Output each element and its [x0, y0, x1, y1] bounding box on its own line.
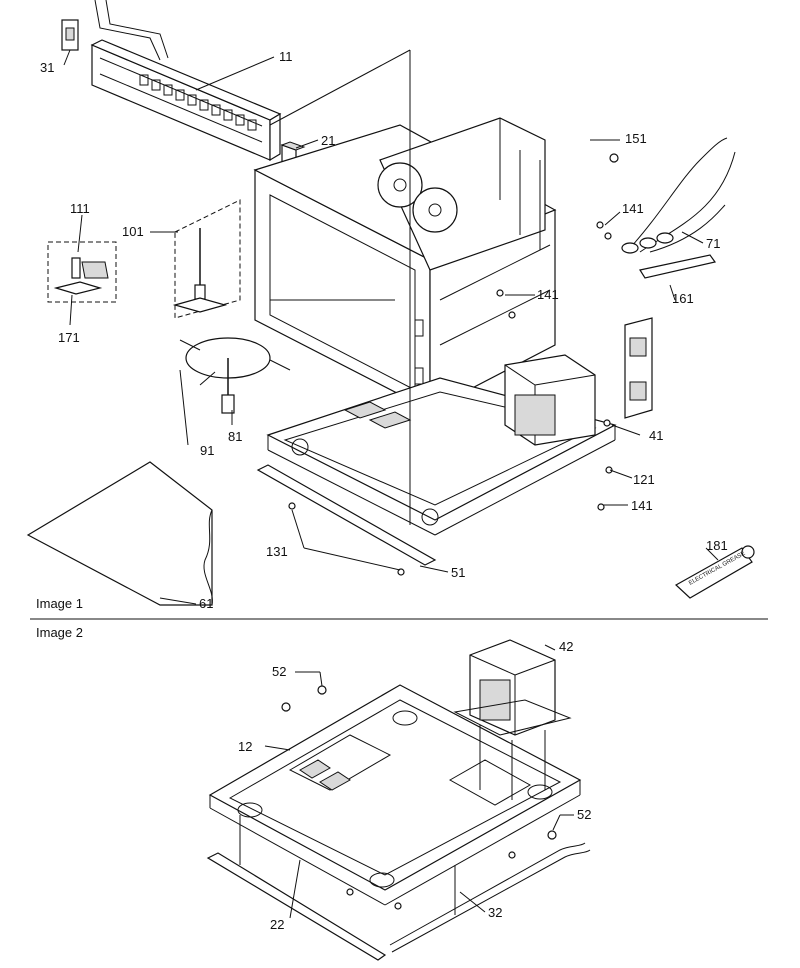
callout-21: 21 — [321, 133, 335, 148]
callout-111: 111 — [70, 201, 90, 216]
bracket-part-31 — [61, 19, 79, 51]
keypad-buttons — [139, 74, 257, 131]
callout-51: 51 — [451, 565, 465, 580]
motor-part-81 — [221, 394, 235, 414]
callouts-image-2: 42 52 12 52 32 22 — [238, 639, 591, 932]
callout-161: 161 — [672, 291, 694, 306]
stirrer-assembly-part-91 — [179, 337, 291, 405]
oven-cabinet — [253, 117, 557, 411]
callout-181: 181 — [706, 538, 728, 553]
callout-12: 12 — [238, 739, 252, 754]
callout-42: 42 — [559, 639, 573, 654]
grease-tube-part-181: ELECTRICAL GREASE — [674, 545, 755, 599]
callout-91: 91 — [200, 443, 214, 458]
detail-box-101 — [172, 199, 241, 319]
front-rail-part-22 — [206, 815, 456, 961]
stirrer-gears — [377, 162, 458, 233]
callout-71: 71 — [706, 236, 720, 251]
callout-171: 171 — [58, 330, 80, 345]
callout-101: 101 — [122, 224, 144, 239]
callout-61: 61 — [199, 596, 213, 611]
control-panel-part-11 — [90, 0, 282, 162]
rear-rail-part-32 — [389, 842, 591, 953]
detail-box-111-171 — [47, 241, 117, 303]
screws — [288, 153, 619, 576]
wire-harness-part-71 — [621, 137, 736, 254]
transformer-part-42 — [453, 639, 572, 800]
callout-22: 22 — [270, 917, 284, 932]
callouts-image-1: 11 31 21 151 111 101 141 71 141 161 171 … — [40, 49, 728, 611]
callout-31: 31 — [40, 60, 54, 75]
callout-141b: 141 — [537, 287, 559, 302]
base-pan-part-12 — [208, 684, 582, 906]
interlock-switches-part-41 — [624, 317, 653, 419]
callout-32: 32 — [488, 905, 502, 920]
leader-lines-image-2 — [264, 644, 574, 919]
callout-141a: 141 — [622, 201, 644, 216]
callout-121: 121 — [633, 472, 655, 487]
callout-151: 151 — [625, 131, 647, 146]
screws-image-2 — [281, 685, 557, 910]
bracket-part-161 — [639, 254, 717, 279]
section-label-image-1: Image 1 — [36, 596, 83, 611]
callout-11: 11 — [279, 49, 293, 64]
transformer — [504, 354, 596, 446]
callout-41: 41 — [649, 428, 663, 443]
image-2-assembly: Image 2 — [36, 625, 591, 961]
callout-81: 81 — [228, 429, 242, 444]
panel-sheet-part-61 — [26, 461, 213, 606]
callout-52a: 52 — [272, 664, 286, 679]
section-label-image-2: Image 2 — [36, 625, 83, 640]
image-1-assembly: ELECTRICAL GREASE — [26, 0, 755, 611]
callout-52b: 52 — [577, 807, 591, 822]
callout-131: 131 — [266, 544, 288, 559]
leader-lines-image-1 — [63, 49, 719, 605]
callout-141c: 141 — [631, 498, 653, 513]
